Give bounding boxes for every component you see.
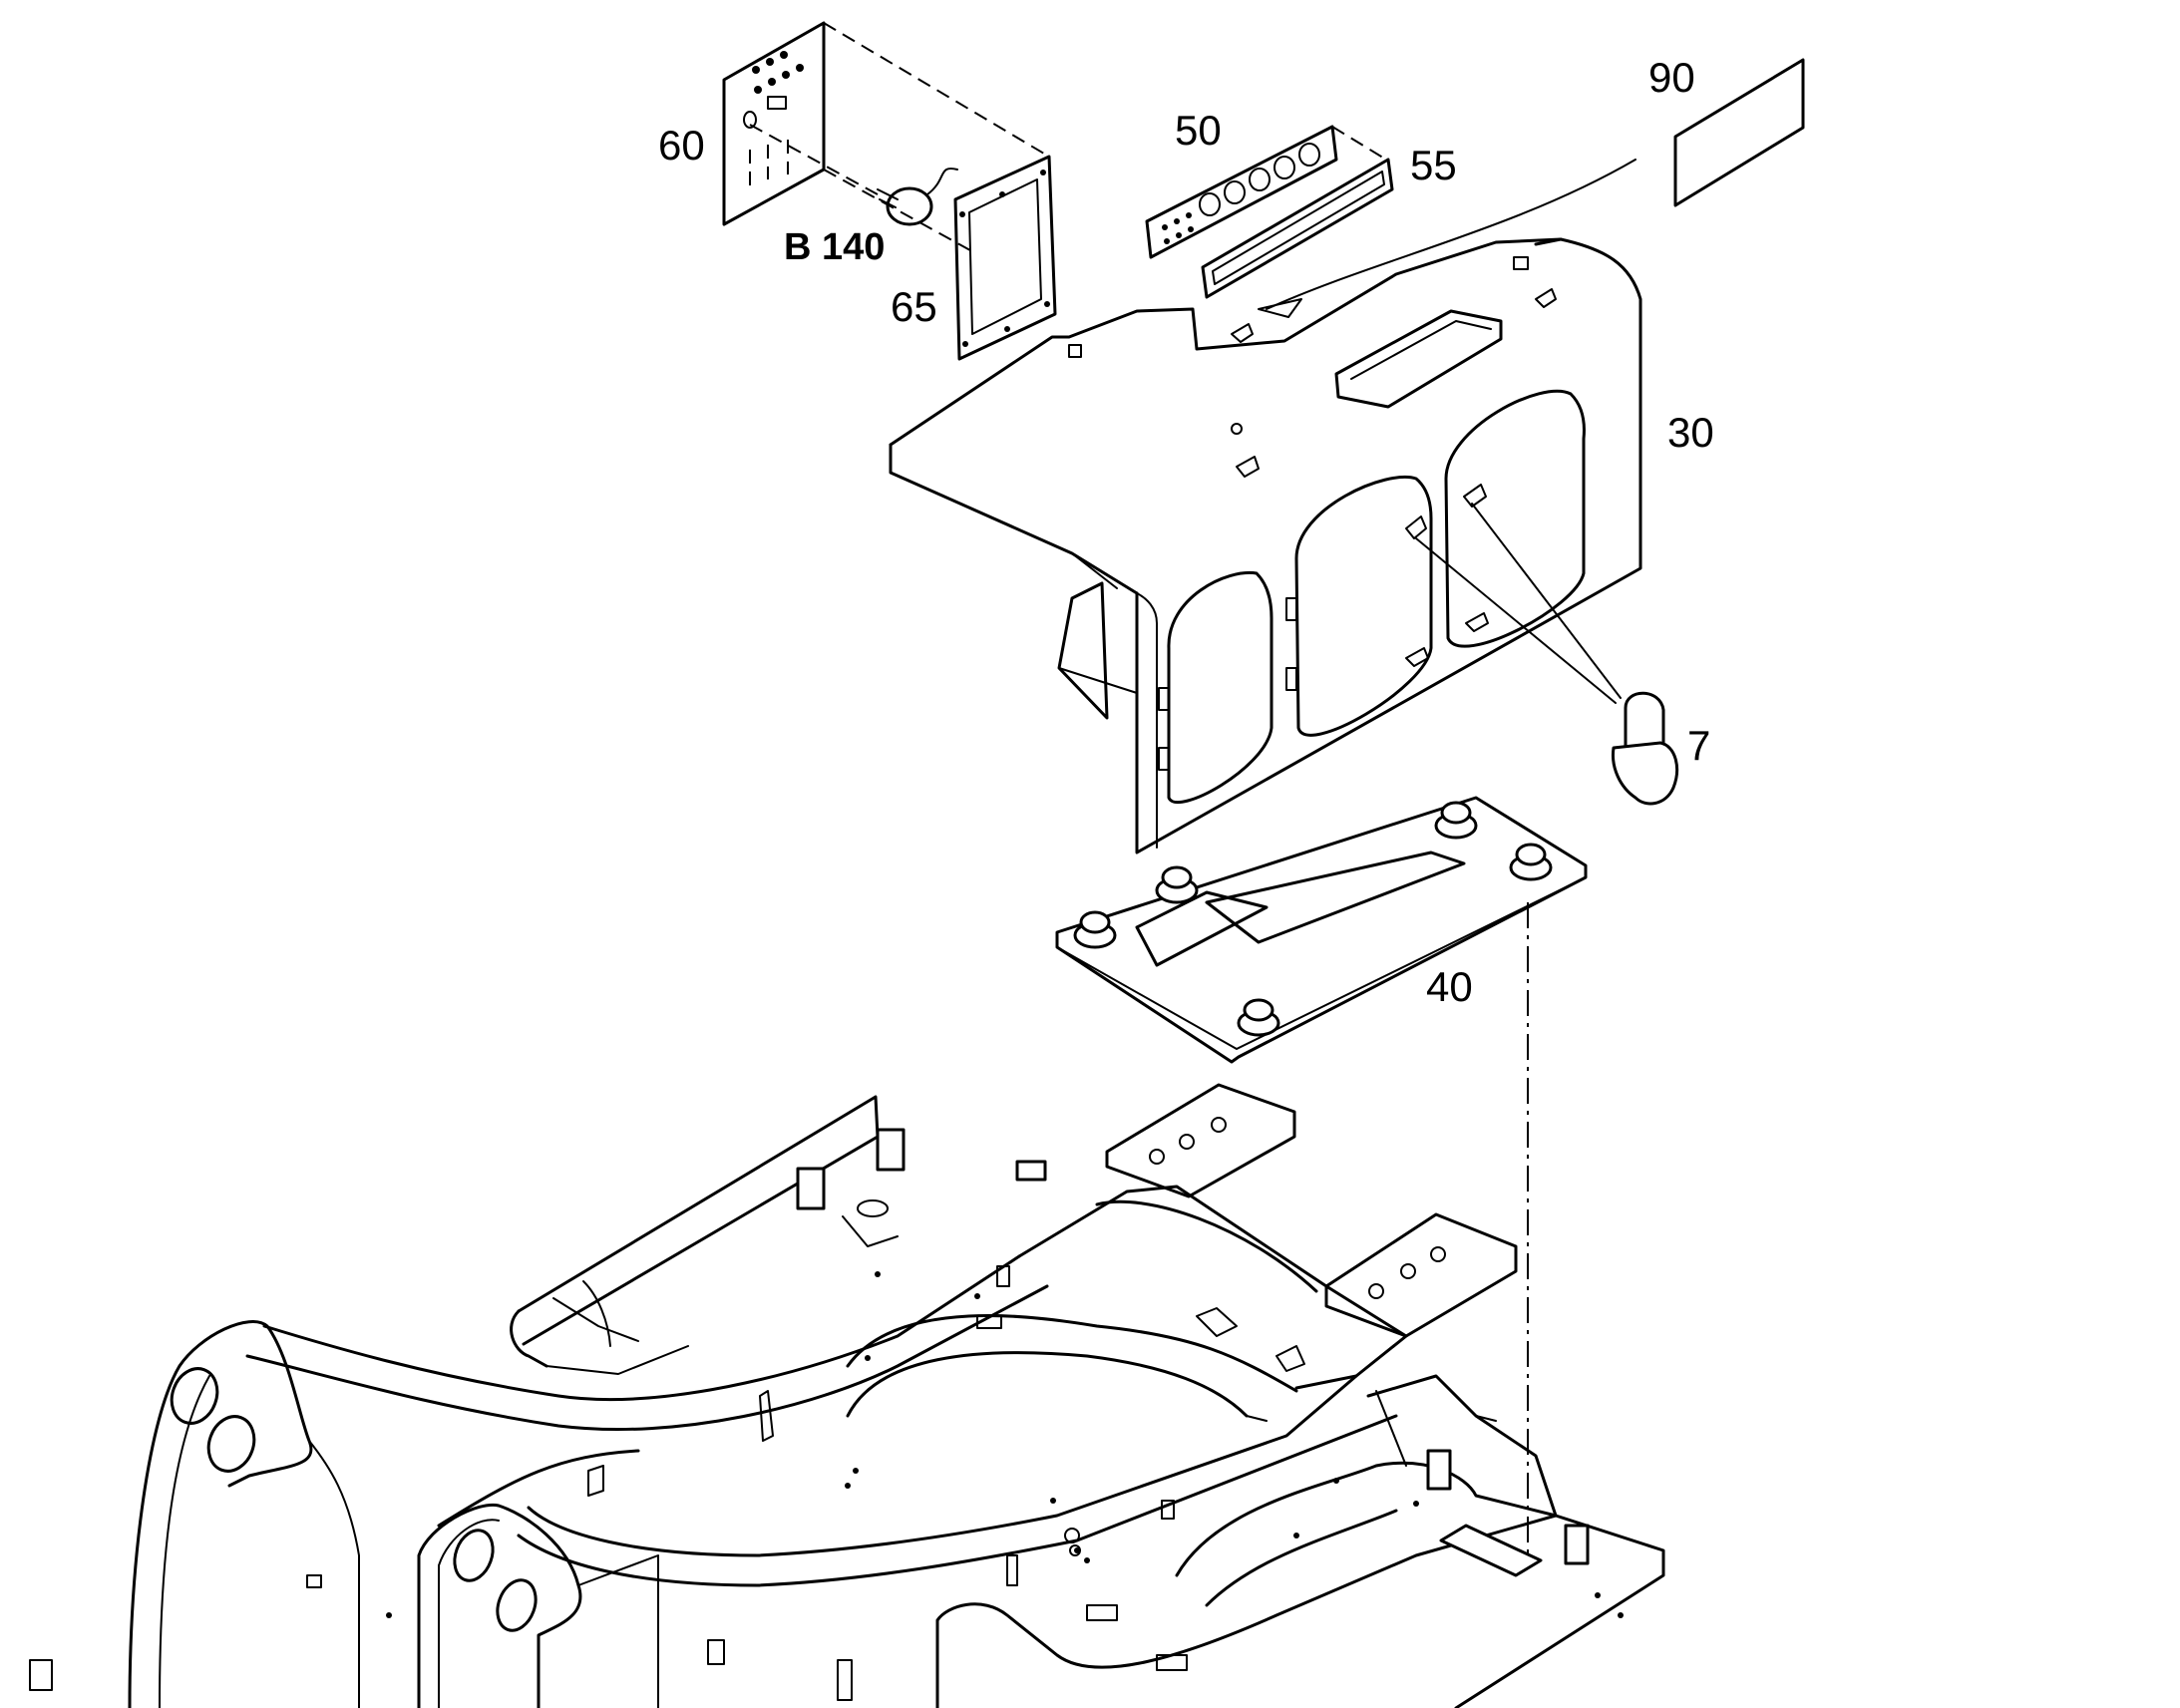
callout-55: 55 xyxy=(1410,142,1457,188)
callout-30: 30 xyxy=(1667,409,1714,456)
rubber-mount xyxy=(1237,998,1280,1037)
callout-65: 65 xyxy=(891,283,937,330)
part-40-base-plate xyxy=(1055,796,1588,1064)
machine-frame xyxy=(29,1083,1665,1708)
b140-sensor xyxy=(749,124,958,226)
rubber-mount xyxy=(1073,910,1117,949)
rubber-mount xyxy=(1434,801,1478,840)
callout-7: 7 xyxy=(1687,722,1710,769)
rubber-mount xyxy=(1155,865,1199,904)
part-30-housing xyxy=(889,237,1642,854)
callout-40: 40 xyxy=(1426,963,1473,1010)
part-60-control-panel xyxy=(722,21,958,226)
part-55-gauge-frame xyxy=(1201,158,1394,299)
callout-50: 50 xyxy=(1175,107,1222,154)
rubber-mount xyxy=(1509,843,1553,881)
part-50-gauge-panel xyxy=(1145,125,1338,259)
part-65-gasket xyxy=(953,155,1057,361)
part-7-padlock xyxy=(1415,503,1678,806)
callout-90: 90 xyxy=(1648,54,1695,101)
callout-b140: B 140 xyxy=(784,226,885,268)
callout-60: 60 xyxy=(658,122,705,169)
part-90-decal xyxy=(1266,58,1805,310)
